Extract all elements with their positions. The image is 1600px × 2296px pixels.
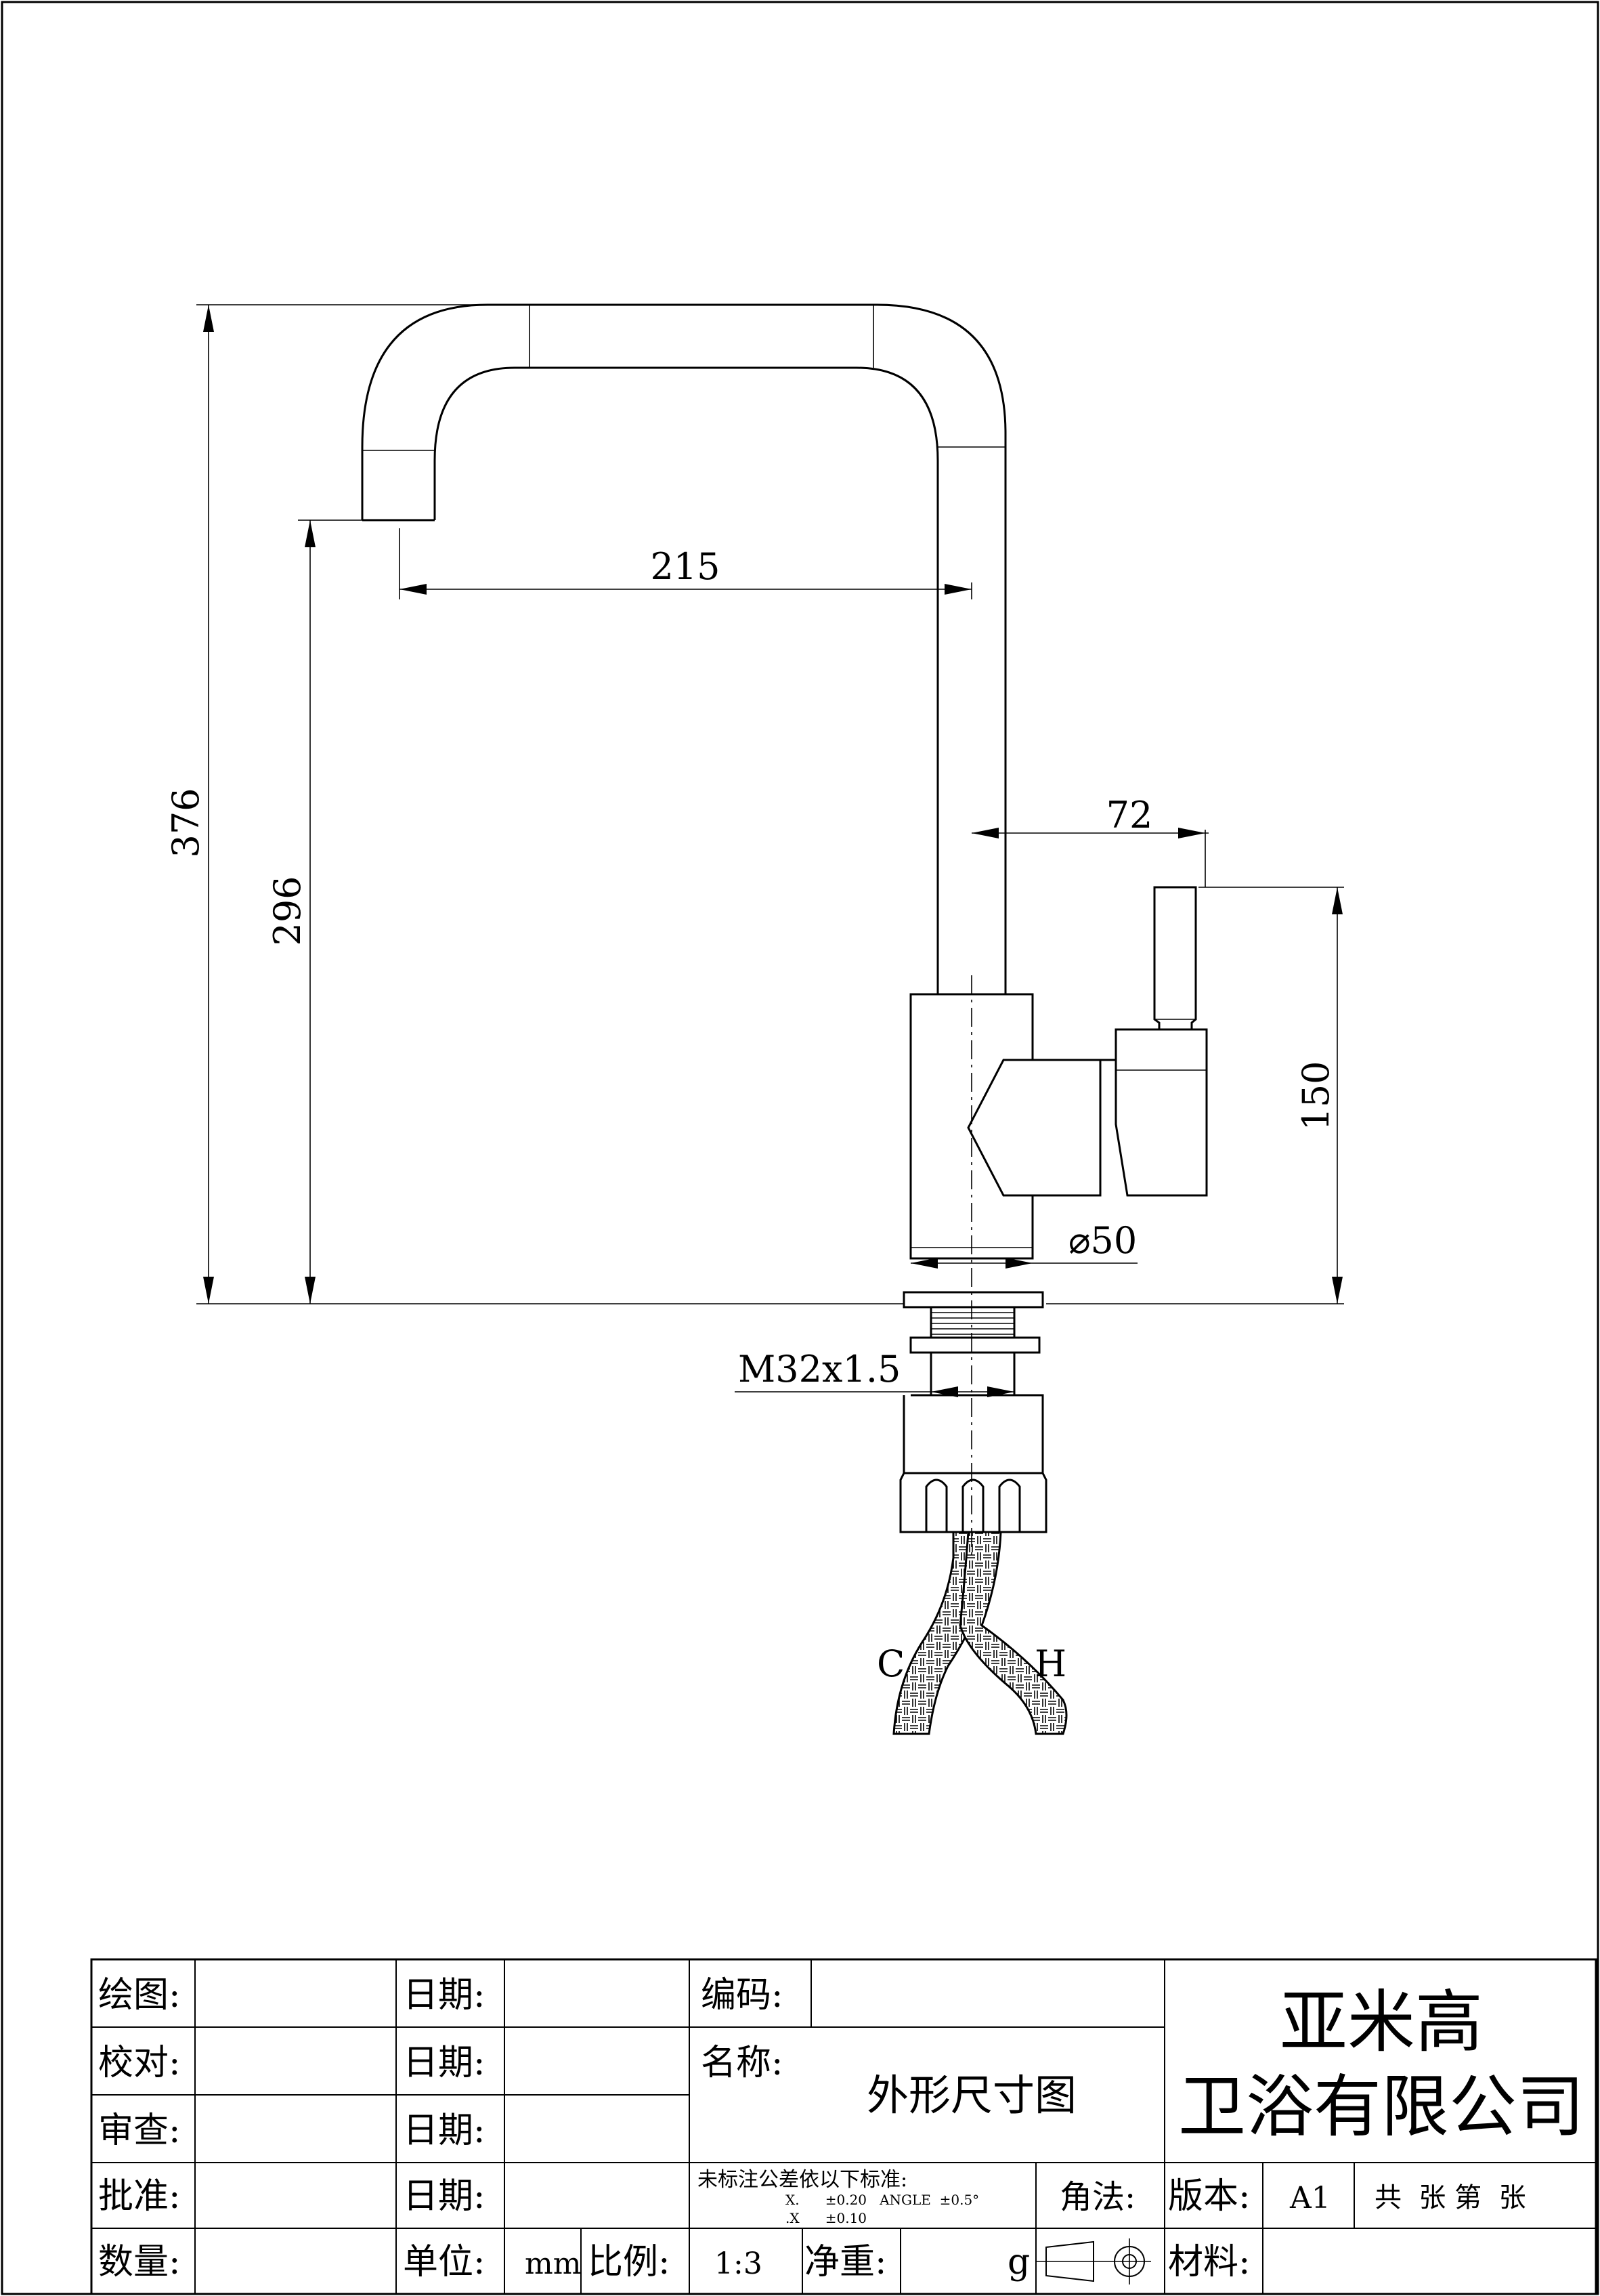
material-label: 材料: bbox=[1168, 2242, 1251, 2282]
sheets-text: 共 张 第 张 bbox=[1375, 2182, 1526, 2213]
version-value: A1 bbox=[1289, 2181, 1331, 2215]
company-line2: 卫浴有限公司 bbox=[1178, 2067, 1584, 2146]
dimension-lines bbox=[196, 304, 1344, 1397]
date-label-3: 日期: bbox=[403, 2110, 485, 2151]
unit-label: 单位: bbox=[403, 2242, 485, 2282]
name-label: 名称: bbox=[701, 2043, 783, 2083]
angle-label: 角法: bbox=[1060, 2178, 1136, 2216]
dim-spout-height: 296 bbox=[266, 876, 309, 945]
name-value: 外形尺寸图 bbox=[867, 2070, 1077, 2120]
checked-label: 校对: bbox=[98, 2043, 181, 2083]
dim-spout-reach: 215 bbox=[650, 545, 720, 588]
unit-value: mm bbox=[525, 2247, 581, 2281]
quantity-label: 数量: bbox=[98, 2242, 181, 2282]
code-label: 编码: bbox=[701, 1975, 783, 2016]
tolerance-heading: 未标注公差依以下标准: bbox=[697, 2168, 907, 2192]
dim-overall-height: 376 bbox=[165, 788, 207, 857]
date-label-4: 日期: bbox=[403, 2176, 485, 2217]
approved-label: 批准: bbox=[98, 2176, 181, 2217]
hot-hose bbox=[959, 1531, 1068, 1735]
label-cold: C bbox=[877, 1642, 905, 1685]
scale-value: 1:3 bbox=[714, 2247, 762, 2281]
dim-body-diameter: ⌀50 bbox=[1068, 1219, 1137, 1262]
tolerance-line2: .X ±0.10 bbox=[785, 2210, 867, 2226]
label-hot: H bbox=[1035, 1642, 1066, 1685]
date-label-1: 日期: bbox=[403, 1975, 485, 2016]
company-line1: 亚米高 bbox=[1280, 1982, 1483, 2062]
dim-handle-offset: 72 bbox=[1106, 794, 1153, 836]
thread-lines bbox=[931, 1312, 1014, 1335]
date-label-2: 日期: bbox=[403, 2043, 485, 2083]
net-weight-unit: g bbox=[1008, 2242, 1030, 2282]
dim-thread: M32x1.5 bbox=[738, 1348, 901, 1390]
net-weight-label: 净重: bbox=[804, 2242, 887, 2282]
version-label: 版本: bbox=[1168, 2176, 1251, 2217]
faucet-outline bbox=[361, 303, 1208, 1735]
dim-handle-height: 150 bbox=[1295, 1061, 1337, 1130]
drawn-label: 绘图: bbox=[98, 1975, 181, 2016]
scale-label: 比例: bbox=[588, 2242, 670, 2282]
tolerance-line1: X. ±0.20 ANGLE ±0.5° bbox=[785, 2192, 979, 2208]
reviewed-label: 审查: bbox=[98, 2110, 181, 2151]
title-block-grid bbox=[90, 1958, 1597, 2295]
